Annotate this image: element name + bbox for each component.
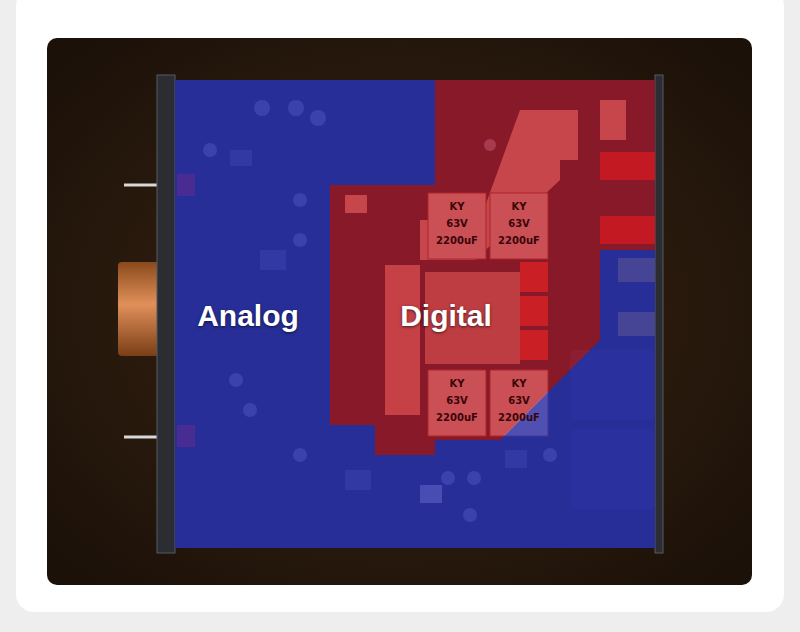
capacitor-marking: KY — [450, 201, 465, 212]
digital-region: Digital — [330, 80, 655, 455]
capacitor-marking: 2200uF — [436, 235, 478, 246]
front-pin — [124, 436, 160, 439]
capacitor-marking: KY — [512, 201, 527, 212]
volume-knob — [118, 262, 160, 356]
digital-region-shape — [330, 80, 655, 455]
region-label: Digital — [400, 299, 492, 333]
rear-panel — [655, 75, 663, 553]
dark-backdrop — [47, 38, 752, 585]
digital-region-fill — [330, 80, 655, 455]
capacitor-marking: KY — [450, 378, 465, 389]
capacitor-marking: 2200uF — [436, 412, 478, 423]
capacitor-marking: 2200uF — [498, 412, 540, 423]
capacitor-marking: 63V — [446, 218, 468, 229]
capacitor-marking: 63V — [508, 395, 530, 406]
card — [16, 0, 784, 612]
capacitor-marking: 63V — [446, 395, 468, 406]
capacitor-marking: 63V — [508, 218, 530, 229]
front-panel — [157, 75, 175, 553]
capacitor-marking: KY — [512, 378, 527, 389]
analog-region-fill — [175, 80, 655, 548]
front-pin — [124, 184, 160, 187]
region-label: Analog — [197, 299, 299, 333]
capacitor-marking: 2200uF — [498, 235, 540, 246]
pcb-board — [175, 80, 655, 548]
